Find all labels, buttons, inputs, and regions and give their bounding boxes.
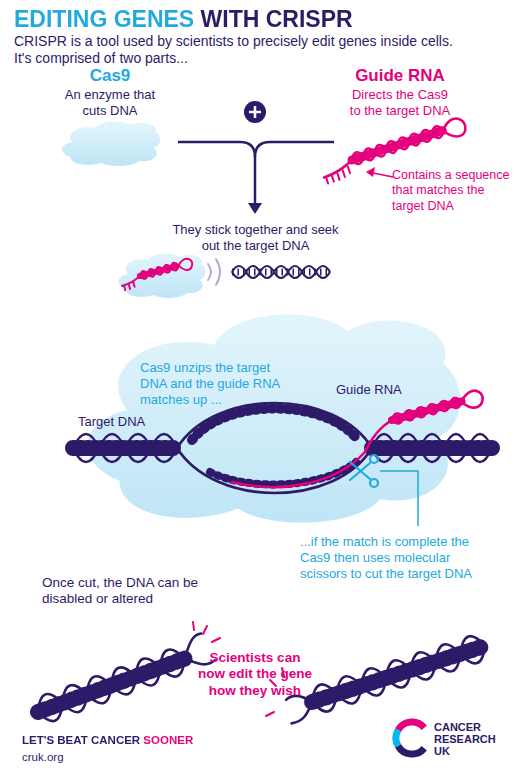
merge-line xyxy=(255,142,334,157)
enzyme-cloud: Cas9An enzyme that cuts DNA xyxy=(50,66,170,170)
logo-text: CANCER RESEARCH UK xyxy=(434,721,504,757)
rna-hairpin xyxy=(177,258,193,273)
logo-mark xyxy=(396,722,424,754)
intro-text: CRISPR is a tool used by scientists to p… xyxy=(14,33,464,67)
plus-symbol xyxy=(244,101,266,123)
dna-strand xyxy=(33,645,189,725)
merge-arrowhead xyxy=(248,203,262,214)
plus-sign xyxy=(249,106,261,118)
part-label: Guide RNA xyxy=(336,382,402,398)
dna-strand xyxy=(232,266,330,278)
rna-hairpin xyxy=(441,116,468,140)
cut-dna-right xyxy=(283,632,490,723)
merge-lines xyxy=(178,142,334,204)
dna-strand xyxy=(232,266,330,278)
part-heading: Guide RNA xyxy=(330,66,470,87)
node-text: An enzyme that cuts DNA xyxy=(60,87,160,119)
cut-dna-left xyxy=(32,632,216,725)
small-dna xyxy=(232,266,330,278)
slogan: LET'S BEAT CANCER SOONER xyxy=(22,733,193,747)
node-text: Cas9 unzips the target DNA and the guide… xyxy=(140,360,290,408)
signal-waves xyxy=(208,259,220,285)
burst xyxy=(193,622,220,642)
rna-teeth xyxy=(325,167,351,184)
pointer-arrowhead xyxy=(366,167,375,177)
merge-line xyxy=(178,142,255,157)
dna-strand xyxy=(33,645,189,725)
part-label: Target DNA xyxy=(78,414,145,430)
logo-arc xyxy=(396,730,398,746)
step-text: Once cut, the DNA can be disabled or alt… xyxy=(42,575,217,608)
annotation: Contains a sequence that matches the tar… xyxy=(392,168,514,214)
complex-rna xyxy=(119,258,194,291)
website: cruk.org xyxy=(22,750,64,764)
rna-tail xyxy=(121,276,143,291)
cloud-shape xyxy=(58,118,162,168)
pointer-arrow xyxy=(373,173,393,177)
dna-strand xyxy=(308,632,490,715)
complex-cloud xyxy=(119,253,206,298)
rna-strand xyxy=(139,262,180,280)
step-text: They stick together and seek out the tar… xyxy=(168,222,343,254)
highlight-text: Scientists can now edit the gene how the… xyxy=(196,650,314,699)
rna-strand xyxy=(350,125,445,166)
callout-text: ...if the match is complete the Cas9 the… xyxy=(300,534,480,582)
node-heading: Cas9 xyxy=(50,66,170,87)
dna-rungs xyxy=(372,440,492,456)
logo-arc xyxy=(398,746,424,754)
title: EDITING GENES WITH CRISPR xyxy=(14,5,353,33)
rna-strand xyxy=(350,125,445,166)
part-description: Directs the Cas9 to the target DNA xyxy=(349,87,451,119)
merge-line xyxy=(254,157,257,204)
wave xyxy=(208,264,211,280)
rna-strand xyxy=(139,262,180,280)
wave xyxy=(216,259,220,285)
rna-hairpin xyxy=(460,389,485,411)
cloud-outline xyxy=(62,121,160,166)
dna-strand xyxy=(308,632,490,715)
logo-arc xyxy=(398,722,424,730)
